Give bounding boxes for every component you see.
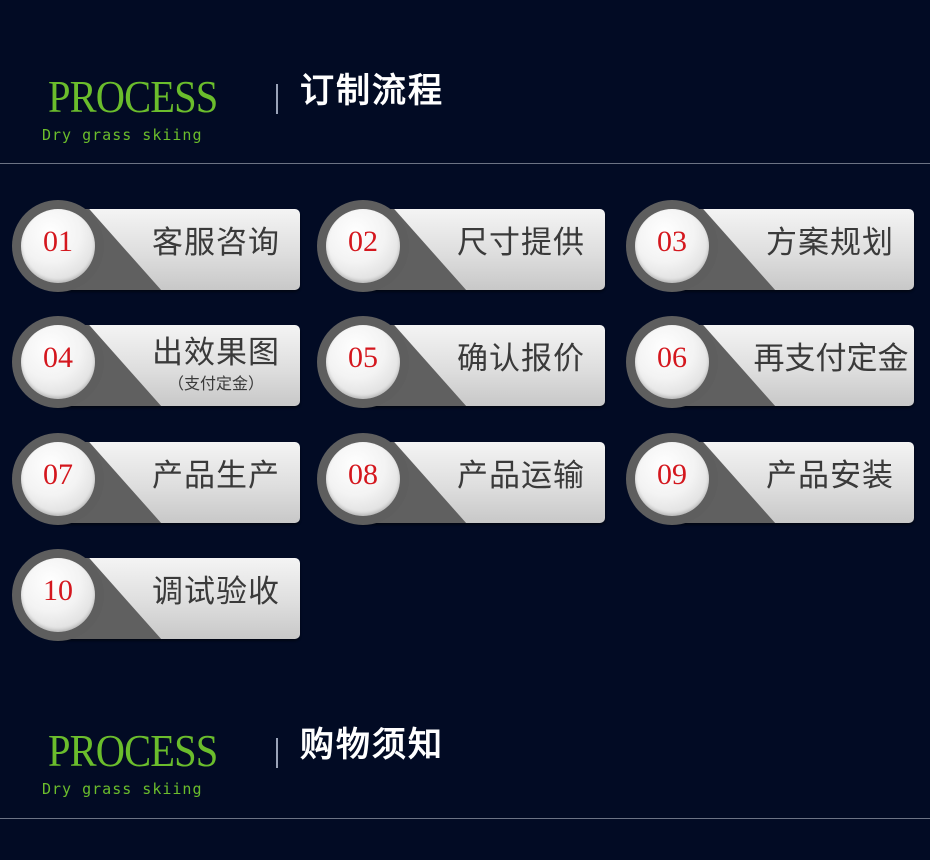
step-number-badge: [12, 316, 104, 408]
step-label: 再支付定金: [753, 341, 909, 377]
step-label: 调试验收: [152, 574, 280, 610]
step-label: 尺寸提供: [457, 225, 585, 261]
step-number-badge: [317, 316, 409, 408]
step-number: 09: [657, 458, 687, 491]
step-number-badge: [12, 433, 104, 525]
process-step-10: 10 调试验收: [12, 549, 302, 641]
section-title-custom-process: 订制流程: [300, 71, 444, 111]
step-number: 06: [657, 341, 687, 374]
section-divider: [0, 818, 930, 819]
process-step-05: 05 确认报价: [317, 316, 607, 408]
step-label: 产品运输: [457, 458, 585, 494]
step-number: 05: [348, 341, 378, 374]
step-label: 客服咨询: [152, 225, 280, 261]
step-number: 04: [43, 341, 73, 374]
step-number-badge: [12, 200, 104, 292]
step-number-badge: [317, 200, 409, 292]
step-number: 07: [43, 458, 73, 491]
step-number-badge: [626, 200, 718, 292]
step-number: 03: [657, 225, 687, 258]
process-step-07: 07 产品生产: [12, 433, 302, 525]
shopping-notice-header: PROCESS Dry grass skiing 购物须知: [0, 728, 930, 828]
step-number: 01: [43, 225, 73, 258]
process-step-01: 01 客服咨询: [12, 200, 302, 292]
step-number: 08: [348, 458, 378, 491]
process-heading: PROCESS: [48, 71, 218, 122]
section-title-shopping-notice: 购物须知: [300, 725, 444, 765]
process-step-09: 09 产品安装: [626, 433, 916, 525]
title-separator: [276, 738, 278, 768]
step-number-badge: [317, 433, 409, 525]
process-header: PROCESS Dry grass skiing 订制流程: [0, 74, 930, 174]
step-label: 方案规划: [766, 225, 894, 261]
step-number-badge: [626, 433, 718, 525]
process-step-02: 02 尺寸提供: [317, 200, 607, 292]
process-heading: PROCESS: [48, 725, 218, 776]
process-step-04: 04 出效果图 （支付定金）: [12, 316, 302, 408]
process-step-06: 06 再支付定金: [626, 316, 916, 408]
step-sublabel: （支付定金）: [167, 374, 264, 393]
process-step-03: 03 方案规划: [626, 200, 916, 292]
step-label: 产品生产: [152, 458, 280, 494]
process-subtitle: Dry grass skiing: [42, 126, 203, 144]
title-separator: [276, 84, 278, 114]
step-number: 10: [43, 574, 73, 607]
process-subtitle: Dry grass skiing: [42, 780, 203, 798]
step-number: 02: [348, 225, 378, 258]
process-step-08: 08 产品运输: [317, 433, 607, 525]
step-number-badge: [12, 549, 104, 641]
step-number-badge: [626, 316, 718, 408]
step-label: 产品安装: [766, 458, 894, 494]
step-label: 确认报价: [457, 341, 585, 377]
step-label: 出效果图: [152, 335, 280, 371]
section-divider: [0, 163, 930, 164]
